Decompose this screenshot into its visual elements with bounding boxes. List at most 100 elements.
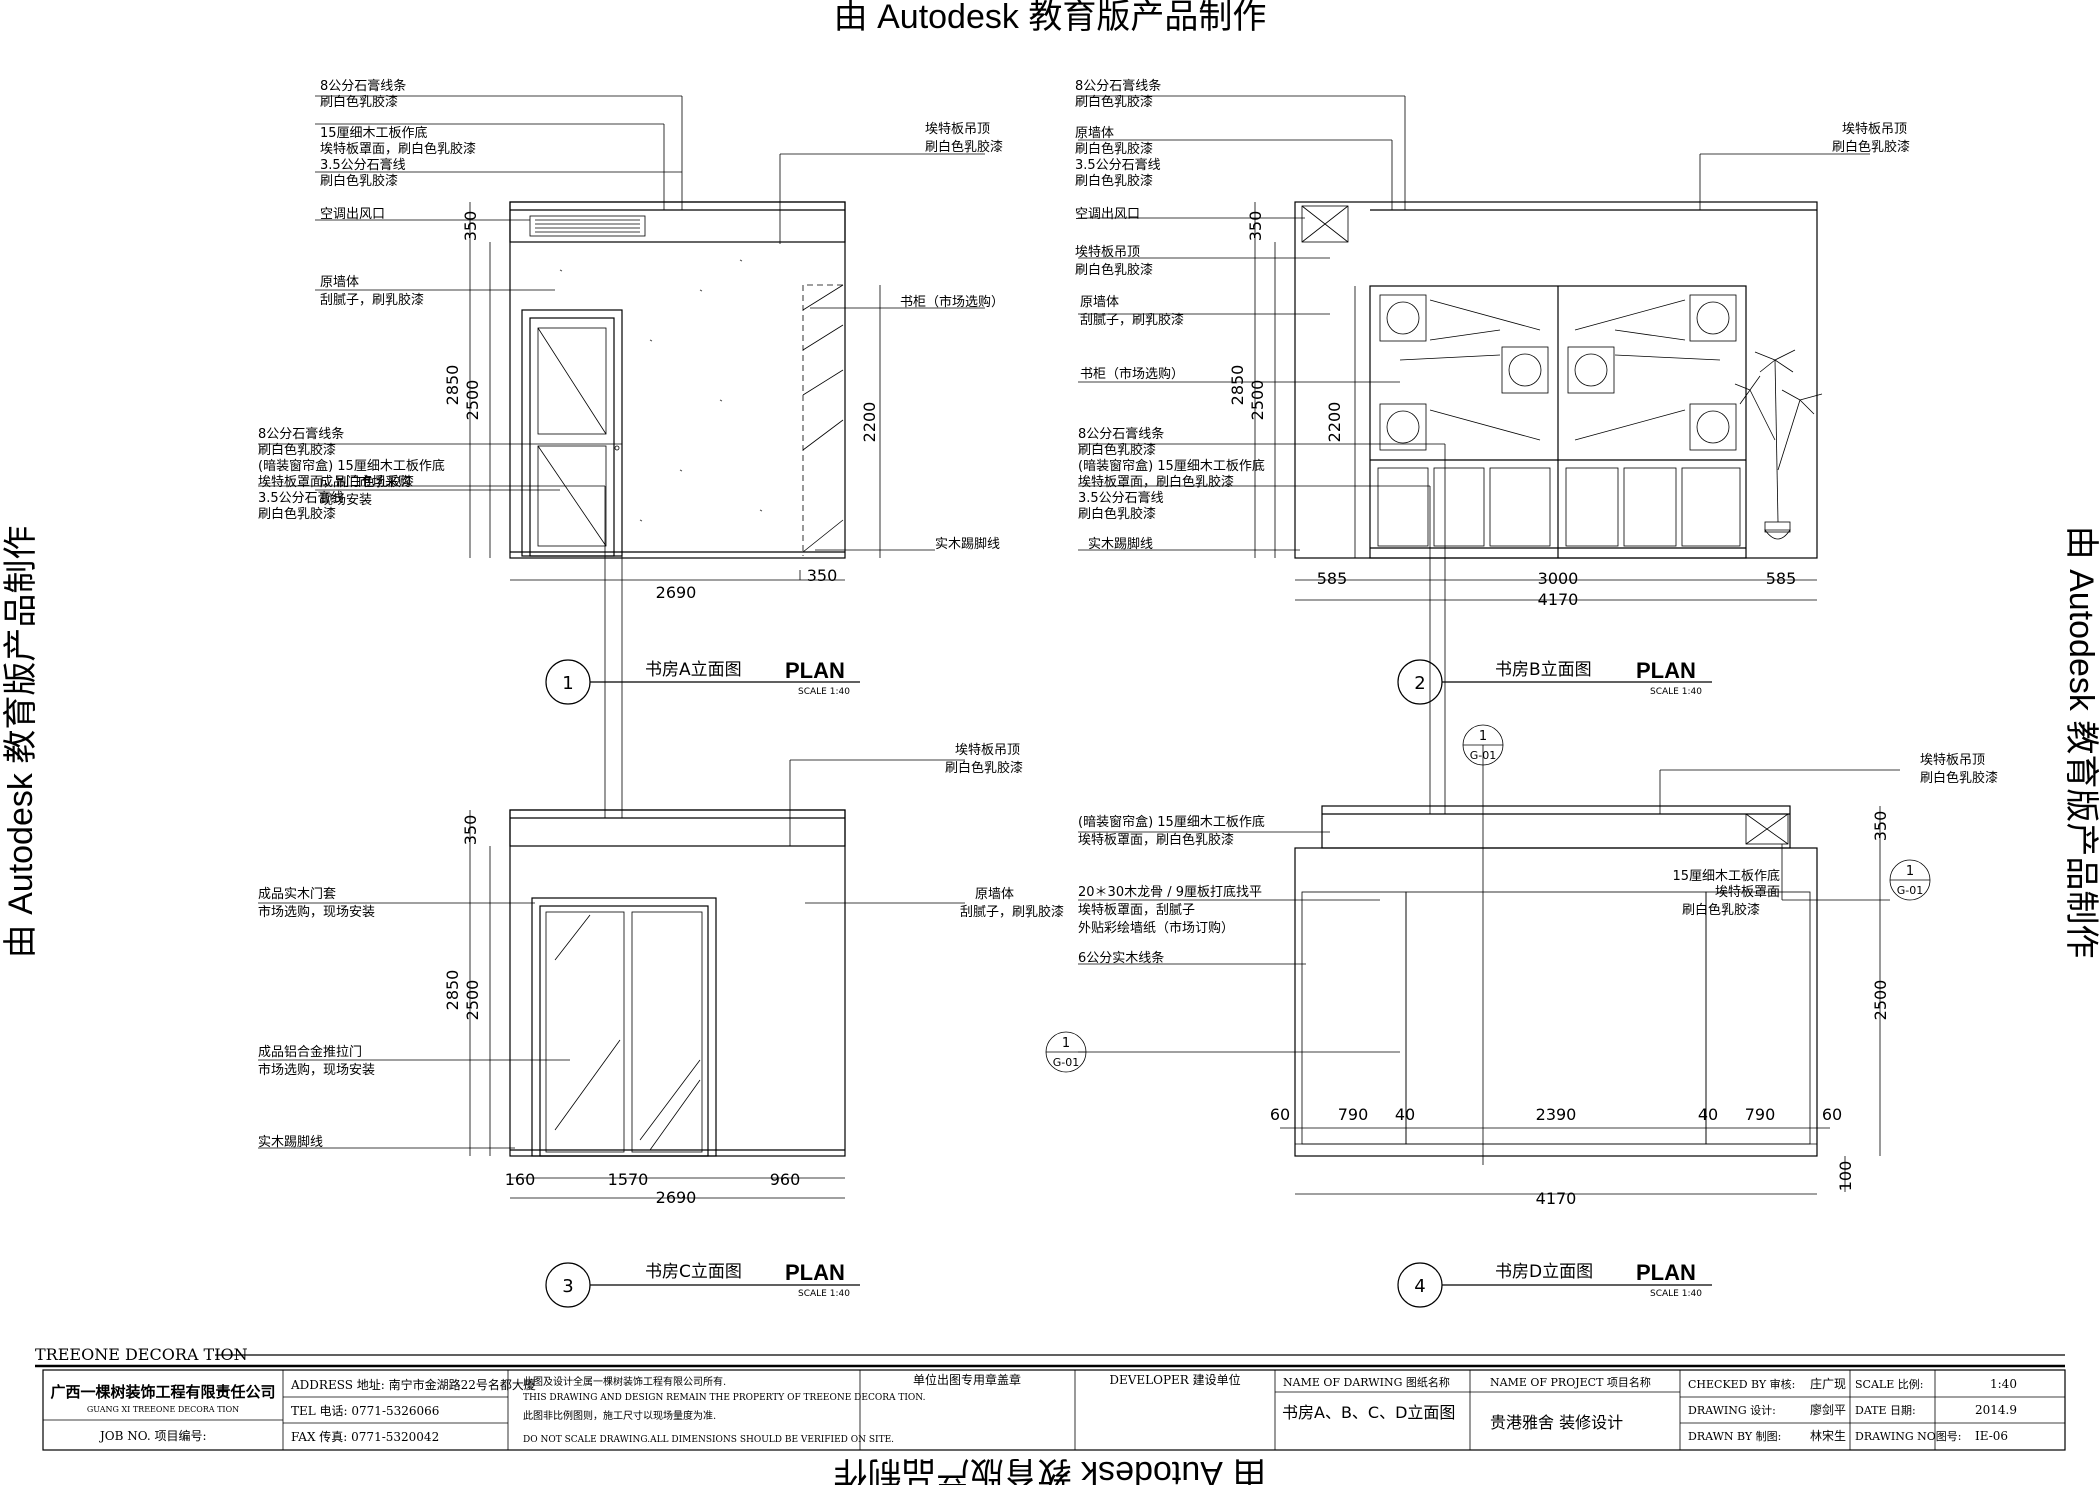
c-view-title: 书房C立面图	[645, 1262, 742, 1282]
a-label-7: 空调出风口	[320, 207, 385, 222]
d-dim-60a: 60	[1270, 1105, 1290, 1124]
d-label-10: 埃特板罩面，刮腻子	[1078, 903, 1195, 918]
b-view-title: 书房B立面图	[1495, 660, 1592, 680]
a-scale-label: SCALE 1:40	[798, 687, 850, 697]
a-label-8: 原墙体	[320, 275, 359, 290]
d-label-r2: 刷白色乳胶漆	[1920, 770, 1998, 786]
d-tag-top-1: 1	[1479, 729, 1487, 744]
d-label-8: 埃特板罩面，刷白色乳胶漆	[1078, 832, 1234, 848]
a-view-title: 书房A立面图	[645, 660, 742, 680]
checked-label: CHECKED BY 审核:	[1688, 1377, 1795, 1391]
elevation-d: 1 G-01 1 G-01 1 G-01 8公分石膏线条 刷白色乳胶漆 (暗装窗…	[1045, 426, 1998, 1308]
d-label-11: 外贴彩绘墙纸（市场订购）	[1078, 920, 1234, 936]
date-label: DATE 日期:	[1855, 1404, 1916, 1417]
c-label-r2: 刷白色乳胶漆	[945, 760, 1023, 776]
a-label-5: 3.5公分石膏线	[320, 157, 406, 173]
d-label-5: 3.5公分石膏线	[1078, 490, 1164, 506]
c-label-7: 成品实木门套	[258, 886, 336, 902]
address: ADDRESS 地址: 南宁市金湖路22号名都大厦	[290, 1377, 536, 1392]
d-dim-40b: 40	[1698, 1105, 1718, 1124]
company-name: 广西一棵树装饰工程有限责任公司	[50, 1383, 275, 1401]
c-label-r4: 刮腻子，刷乳胶漆	[960, 904, 1064, 920]
brand-name: TREEONE DECORA TION	[35, 1345, 248, 1364]
d-dim-4170: 4170	[1536, 1189, 1577, 1208]
drawn-label: DRAWN BY 制图:	[1688, 1430, 1781, 1443]
b-label-5: 3.5公分石膏线	[1075, 157, 1161, 173]
d-label-1: 8公分石膏线条	[1078, 426, 1164, 442]
c-scale-label: SCALE 1:40	[798, 1289, 850, 1299]
c-label-9: 成品铝合金推拉门	[258, 1044, 362, 1060]
b-dim-585a: 585	[1317, 569, 1348, 588]
d-dim-100: 100	[1836, 1161, 1855, 1192]
c-label-1: 8公分石膏线条	[258, 426, 344, 442]
b-scale-label: SCALE 1:40	[1650, 687, 1702, 697]
a-label-4: 埃特板罩面，刷白色乳胶漆	[320, 141, 476, 157]
d-label-7: (暗装窗帘盒) 15厘细木工板作底	[1078, 814, 1265, 830]
b-label-3: 原墙体	[1075, 126, 1114, 141]
c-dim-2500: 2500	[463, 980, 482, 1021]
d-label-r1: 埃特板吊顶	[1920, 753, 1985, 768]
b-label-8: 埃特板吊顶	[1075, 245, 1140, 260]
drawing-no: IE-06	[1975, 1429, 2008, 1443]
a-label-r3: 书柜（市场选购）	[900, 294, 1004, 310]
a-dim-350: 350	[461, 211, 480, 242]
c-label-3: (暗装窗帘盒) 15厘细木工板作底	[258, 458, 445, 474]
drawing-no-label: DRAWING NO图号:	[1855, 1430, 1962, 1443]
b-label-r2: 刷白色乳胶漆	[1832, 139, 1910, 155]
d-tag-bottom-2: G-01	[1053, 1056, 1080, 1069]
a-dim-2200: 2200	[860, 402, 879, 443]
watermark-left: 由 Autodesk 教育版产品制作	[2, 526, 40, 959]
a-dim-2850: 2850	[443, 365, 462, 406]
b-label-1: 8公分石膏线条	[1075, 78, 1161, 94]
d-tag-bottom-1: G-01	[1470, 749, 1497, 762]
c-label-r1: 埃特板吊顶	[955, 743, 1020, 758]
c-dim-960: 960	[770, 1170, 801, 1189]
b-label-12: 书柜（市场选购）	[1080, 366, 1184, 382]
a-label-6: 刷白色乳胶漆	[320, 173, 398, 189]
d-view-number: 4	[1414, 1276, 1425, 1297]
d-dim-2500: 2500	[1871, 980, 1890, 1021]
notice-1: 此图及设计全属一棵树装饰工程有限公司所有.	[523, 1375, 726, 1388]
d-label-r4: 埃特板罩面	[1715, 885, 1780, 900]
d-dim-2390: 2390	[1536, 1105, 1577, 1124]
d-view-title: 书房D立面图	[1495, 1262, 1593, 1282]
elevation-c: 8公分石膏线条 刷白色乳胶漆 (暗装窗帘盒) 15厘细木工板作底 埃特板罩面，刷…	[258, 426, 1064, 1308]
a-plan-label: PLAN	[785, 658, 845, 683]
d-tag-top-3: 1	[1906, 864, 1914, 879]
a-label-2: 刷白色乳胶漆	[320, 94, 398, 110]
b-dim-2500: 2500	[1248, 380, 1267, 421]
b-dim-4170: 4170	[1538, 590, 1579, 609]
watermark-bottom: 由 Autodesk 教育版产品制作	[834, 1454, 1267, 1485]
a-view-number: 1	[562, 673, 573, 694]
a-label-3: 15厘细木工板作底	[320, 125, 428, 141]
b-plan-label: PLAN	[1636, 658, 1696, 683]
scale-label: SCALE 比例:	[1855, 1377, 1923, 1391]
notice-4: DO NOT SCALE DRAWING.ALL DIMENSIONS SHOU…	[523, 1435, 894, 1445]
d-label-4: 埃特板罩面，刷白色乳胶漆	[1078, 474, 1234, 490]
c-label-2: 刷白色乳胶漆	[258, 442, 336, 458]
watermark-right: 由 Autodesk 教育版产品制作	[2062, 526, 2100, 959]
date-value: 2014.9	[1975, 1403, 2017, 1417]
b-dim-3000: 3000	[1538, 569, 1579, 588]
notice-3: 此图非比例图则，施工尺寸以现场量度为准.	[523, 1409, 716, 1422]
d-plan-label: PLAN	[1636, 1260, 1696, 1285]
a-dim-2500: 2500	[463, 380, 482, 421]
c-dim-2850: 2850	[443, 970, 462, 1011]
c-dim-1570: 1570	[608, 1170, 649, 1189]
a-label-r4: 实木踢脚线	[935, 536, 1000, 552]
a-label-9: 刮腻子，刷乳胶漆	[320, 292, 424, 308]
scale-value: 1:40	[1990, 1377, 2017, 1391]
d-label-3: (暗装窗帘盒) 15厘细木工板作底	[1078, 458, 1265, 474]
a-dim-350w: 350	[807, 566, 838, 585]
job-no-label: JOB NO. 项目编号:	[98, 1428, 207, 1443]
a-label-11: 现场安装	[320, 493, 372, 508]
b-label-7: 空调出风口	[1075, 207, 1140, 222]
d-dim-790b: 790	[1745, 1105, 1776, 1124]
company-name-en: GUANG XI TREEONE DECORA TION	[87, 1405, 239, 1414]
checked-by: 庄广现	[1810, 1376, 1846, 1391]
watermark-top: 由 Autodesk 教育版产品制作	[834, 0, 1267, 36]
c-view-number: 3	[562, 1276, 573, 1297]
b-label-2: 刷白色乳胶漆	[1075, 94, 1153, 110]
a-label-r2: 刷白色乳胶漆	[925, 139, 1003, 155]
drawing-name-label: NAME OF DARWING 图纸名称	[1283, 1375, 1450, 1389]
